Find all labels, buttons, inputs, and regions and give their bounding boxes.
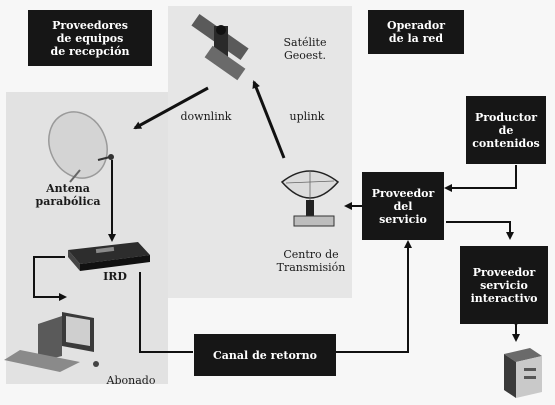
- proveedor-servicio-line-3: servicio: [379, 212, 427, 226]
- productor-contenidos-box: Productor de contenidos: [466, 96, 546, 164]
- satelite-line-1: Satélite: [283, 36, 327, 49]
- uplink-dish-icon: [280, 170, 340, 227]
- abonado-label: Abonado: [106, 374, 156, 387]
- centro-transmision-label: Centro de Transmisión: [266, 248, 356, 274]
- servicio-interactivo-arrow: [446, 221, 514, 240]
- productor-line-3: contenidos: [472, 136, 540, 150]
- antena-line-2: parabólica: [35, 195, 101, 208]
- return-channel-left-line: [139, 272, 193, 353]
- proveedores-line-2: de equipos: [56, 31, 124, 45]
- antena-label: Antena parabólica: [28, 182, 108, 208]
- network-panel: [168, 6, 352, 298]
- return-channel-right-line: [336, 240, 412, 353]
- canal-retorno-label: Canal de retorno: [213, 348, 317, 362]
- proveedores-equipos-box: Proveedores de equipos de recepción: [28, 10, 152, 66]
- downlink-arrow: [133, 86, 209, 130]
- satellite-icon: [191, 14, 249, 81]
- productor-servicio-arrow: [444, 165, 517, 192]
- productor-line-1: Productor: [474, 110, 537, 124]
- ird-pc-line: [33, 256, 67, 301]
- proveedor-interactivo-box: Proveedor servicio interactivo: [460, 246, 548, 324]
- server-icon: [504, 348, 542, 398]
- downlink-label: downlink: [180, 110, 232, 123]
- subscriber-pc-icon: [4, 312, 99, 372]
- proveedor-servicio-line-1: Proveedor: [371, 186, 435, 200]
- satelite-line-2: Geoest.: [284, 49, 326, 62]
- uplink-label: uplink: [289, 110, 325, 123]
- proveedor-interactivo-line-2: servicio: [480, 278, 528, 292]
- proveedor-interactivo-line-3: interactivo: [470, 291, 538, 305]
- proveedor-servicio-box: Proveedor del servicio: [362, 172, 444, 240]
- proveedor-servicio-line-2: del: [393, 199, 413, 213]
- uplink-arrow: [252, 80, 286, 159]
- antena-line-1: Antena: [46, 182, 90, 195]
- proveedores-line-3: de recepción: [50, 44, 130, 58]
- centro-line-1: Centro de: [283, 248, 339, 261]
- proveedores-line-1: Proveedores: [52, 18, 128, 32]
- ird-label: IRD: [103, 270, 127, 283]
- canal-retorno-box: Canal de retorno: [194, 334, 336, 376]
- dish-antenna-icon: [48, 111, 114, 183]
- operador-line-2: de la red: [388, 32, 444, 45]
- satelite-label: Satélite Geoest.: [270, 36, 340, 62]
- operador-line-1: Operador: [386, 19, 446, 32]
- proveedor-interactivo-line-1: Proveedor: [472, 265, 536, 279]
- ird-receiver-icon: [68, 242, 150, 271]
- operador-red-box: Operador de la red: [368, 10, 464, 54]
- productor-line-2: de: [498, 123, 514, 137]
- centro-line-2: Transmisión: [276, 261, 346, 274]
